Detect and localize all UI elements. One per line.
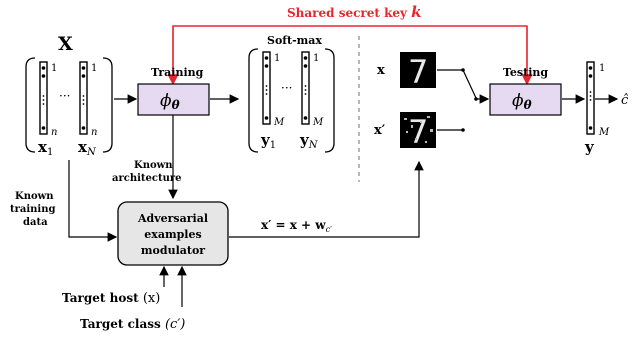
testing-model-box <box>489 83 562 116</box>
predicted-class-label: ĉ <box>621 93 629 108</box>
adversarial-modulator-box <box>117 201 229 266</box>
input-switch <box>462 69 477 99</box>
y-index-top: 1 <box>599 63 605 74</box>
modulator-line2: examples <box>144 228 201 241</box>
output-y-label: y <box>584 138 595 156</box>
vector-x1 <box>39 61 48 135</box>
x1-index-top: 1 <box>51 63 57 74</box>
output-vector-y <box>586 61 595 135</box>
x1-index-bottom: n <box>51 127 57 138</box>
training-model-box <box>137 83 210 116</box>
yN-label: yN <box>299 131 319 151</box>
shared-key-connector <box>167 25 533 86</box>
training-matrix-label: X <box>58 33 73 55</box>
clean-digit-image <box>400 52 436 88</box>
test-xprime-label: x′ <box>374 123 386 138</box>
test-x-label: x <box>377 63 385 78</box>
vector-y1 <box>262 51 271 125</box>
adversarial-noise <box>404 116 433 143</box>
y1-index-bottom: M <box>273 117 285 128</box>
training-phi: ϕθ <box>160 91 180 112</box>
y-index-bottom: M <box>598 127 610 138</box>
clean-digit-glyph: 7 <box>408 53 428 91</box>
right-bracket <box>102 57 113 153</box>
known-training-line1: Known <box>15 191 54 202</box>
xN-index-top: 1 <box>91 63 97 74</box>
left-bracket <box>25 57 36 153</box>
softmax-left-bracket <box>248 48 259 153</box>
y1-label: y1 <box>260 131 276 151</box>
softmax-title: Soft-max <box>267 34 322 47</box>
training-title: Training <box>151 66 204 79</box>
softmax-right-bracket <box>324 48 335 153</box>
yN-index-bottom: M <box>312 117 324 128</box>
y-dots: ··· <box>281 81 292 95</box>
adversarial-digit-glyph: 7 <box>408 113 428 151</box>
arrow-modulator-to-xprime <box>229 160 424 238</box>
known-training-line2: training <box>10 204 56 215</box>
y1-index-top: 1 <box>274 53 280 64</box>
testing-phi: ϕθ <box>512 91 532 112</box>
known-architecture-line1: Known <box>134 160 173 171</box>
vector-yN <box>301 51 310 125</box>
vector-xN <box>79 61 88 135</box>
testing-title: Testing <box>503 66 548 79</box>
xN-label: xN <box>78 138 97 158</box>
x1-label: x1 <box>38 138 53 158</box>
known-architecture-line2: architecture <box>112 173 182 184</box>
yN-index-top: 1 <box>313 53 319 64</box>
x-dots: ··· <box>59 89 70 103</box>
known-training-line3: data <box>23 217 48 228</box>
target-host-label: Target host (x) <box>62 291 160 306</box>
modulator-line1: Adversarial <box>137 212 208 225</box>
xN-index-bottom: n <box>91 127 97 138</box>
shared-key-label: Shared secret key k <box>287 3 422 21</box>
arrow-training-data-to-modulator <box>68 160 118 242</box>
target-class-label: Target class (c′) <box>80 317 185 332</box>
modulator-line3: modulator <box>141 244 205 257</box>
modulator-output-formula: x′ = x + wc′ <box>261 218 332 234</box>
